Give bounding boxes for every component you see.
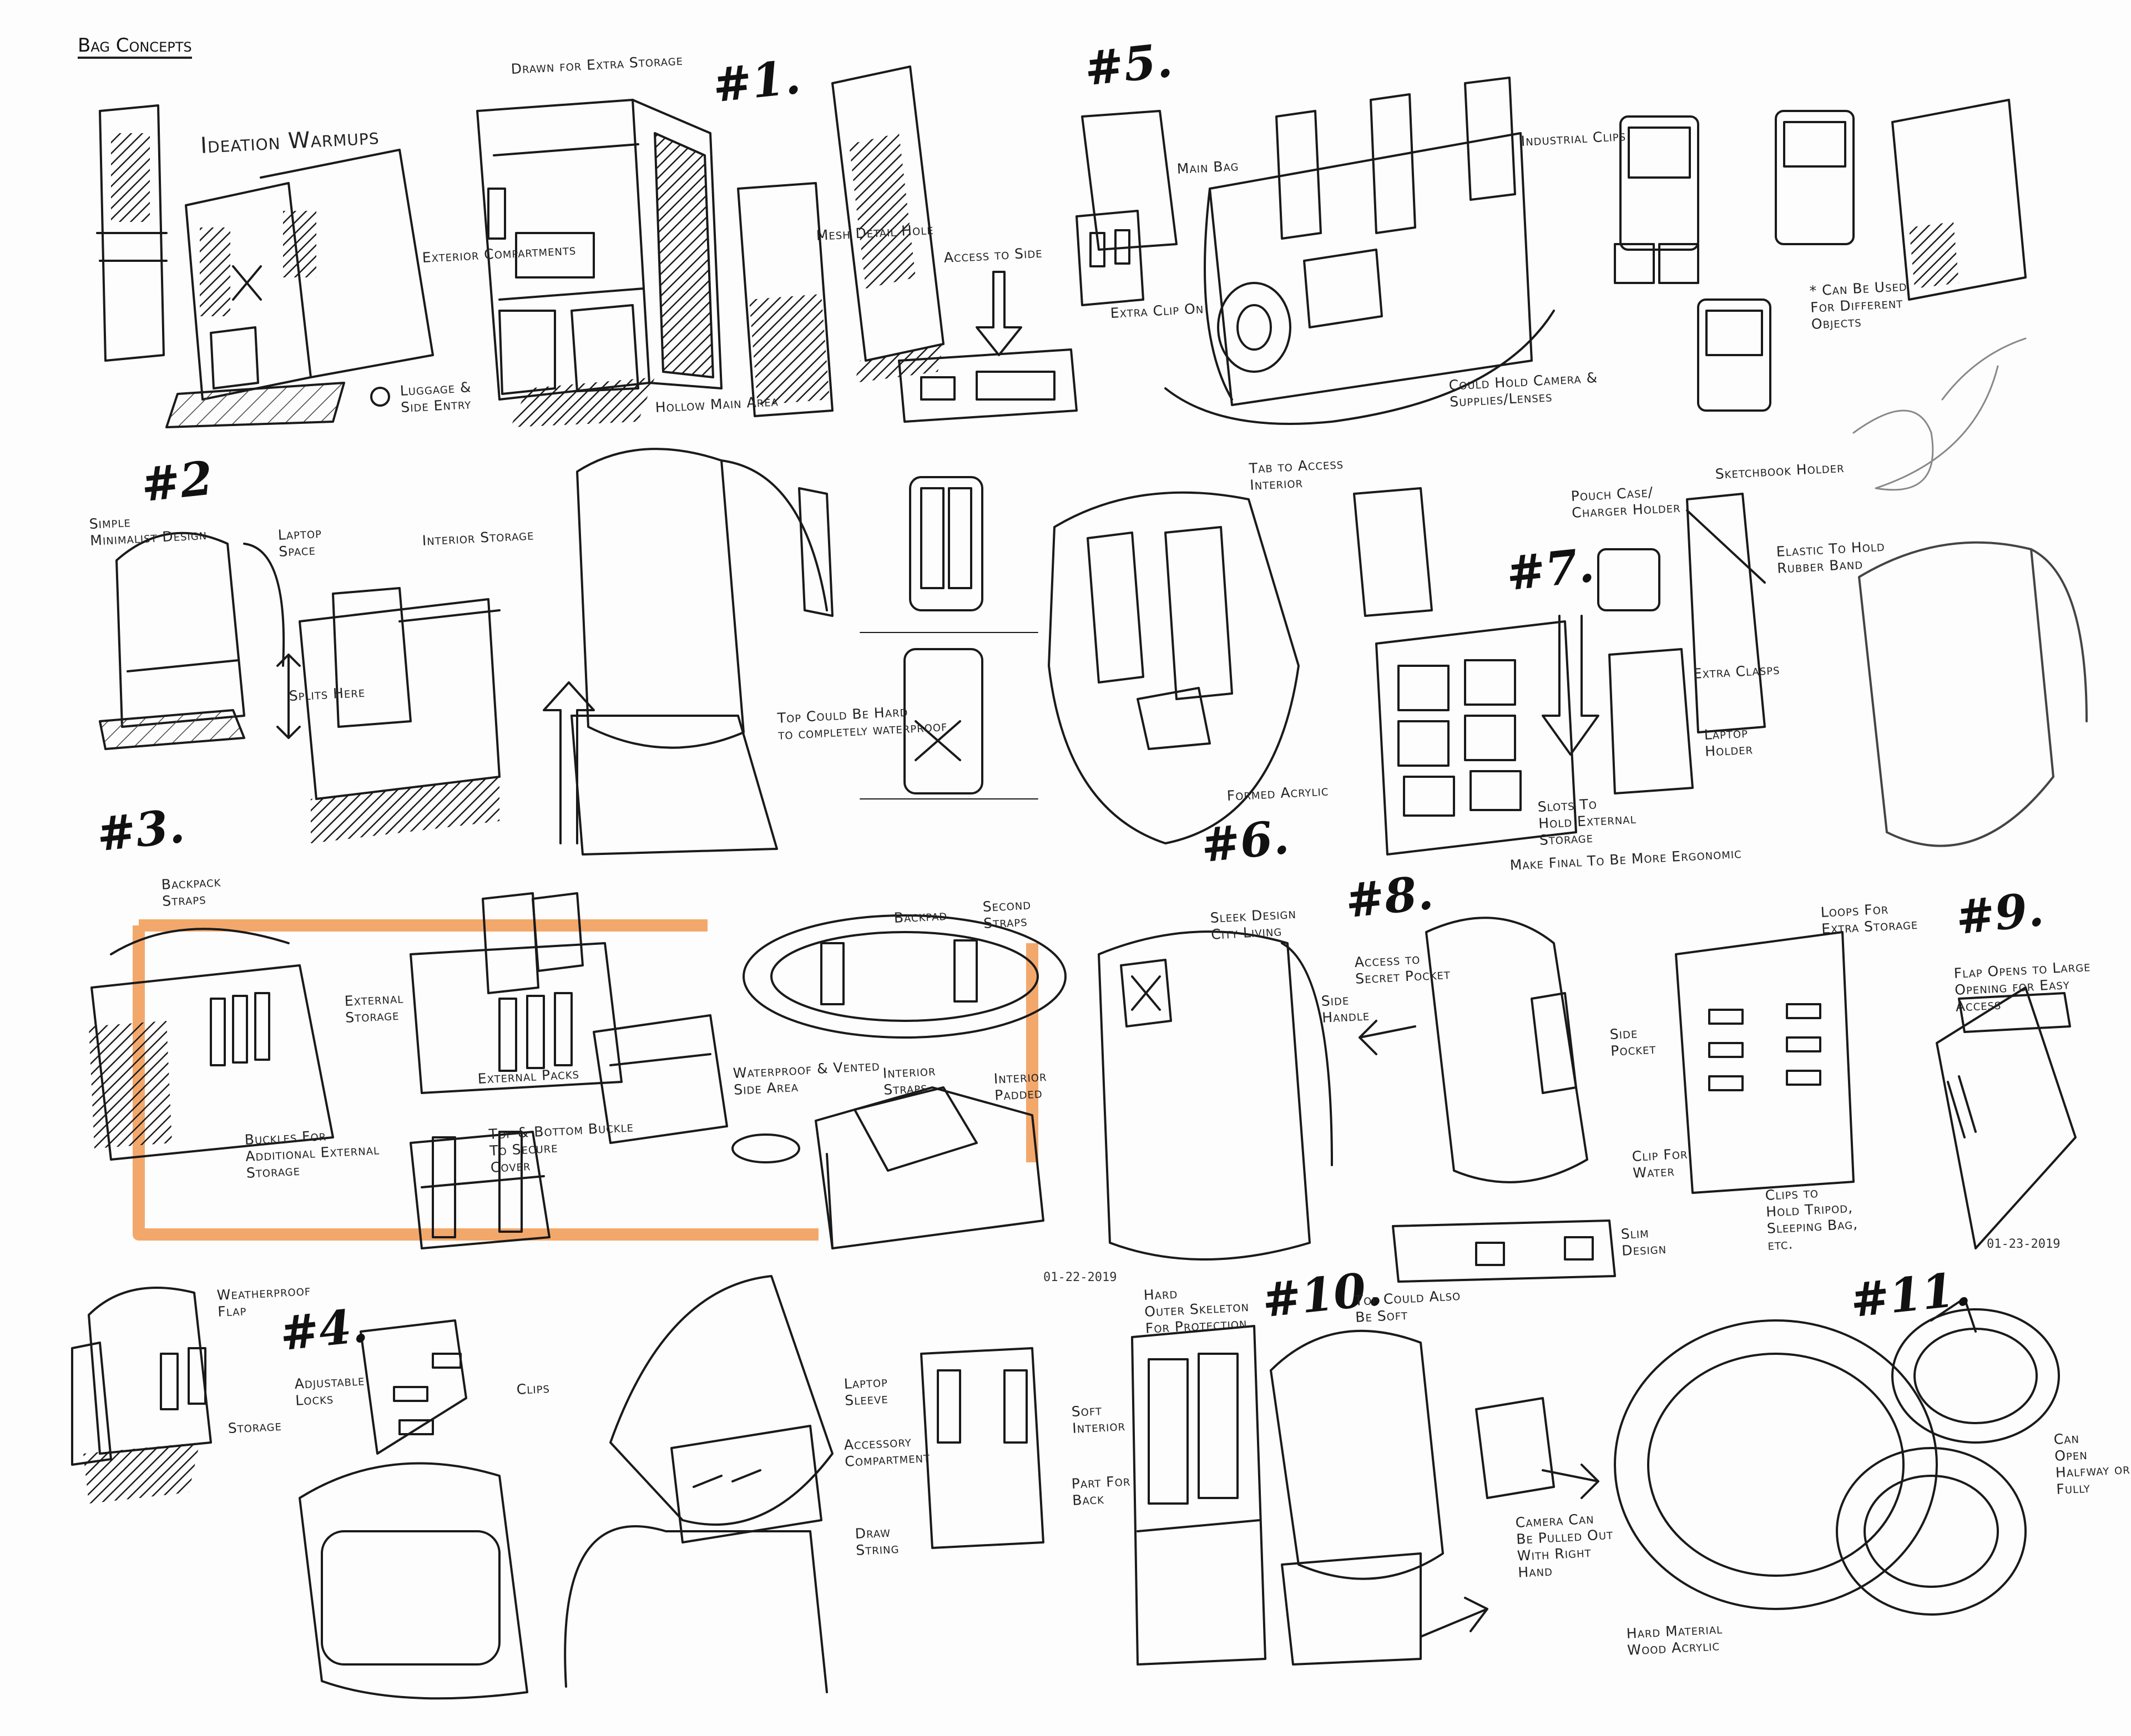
label-soft-interior: Soft Interior bbox=[1071, 1402, 1126, 1436]
concept-4-locks bbox=[299, 1319, 528, 1700]
label-top-bottom-buckle: Top & Bottom Buckle To Secure Cover bbox=[488, 1118, 634, 1176]
label-interior-straps: Interior Straps bbox=[882, 1062, 937, 1098]
label-laptop-sleeve: Laptop Sleeve bbox=[844, 1373, 889, 1409]
concept-8-backpack bbox=[1098, 930, 1333, 1261]
concept-4-backpack bbox=[71, 1287, 212, 1504]
label-part-for-back: Part For Back bbox=[1071, 1472, 1131, 1509]
concept-9-number: #9. bbox=[1953, 881, 2047, 945]
concept-8-number: #8. bbox=[1342, 864, 1436, 929]
label-can-be-used: * Can Be Used For Different Objects bbox=[1809, 277, 1908, 332]
concept-3-side-area bbox=[593, 1014, 800, 1163]
concept-7-system bbox=[1353, 487, 1766, 856]
label-weatherproof-flap: Weatherproof Flap bbox=[216, 1282, 311, 1320]
highlight-frame bbox=[133, 919, 1038, 1241]
warmup-backpack-sketch bbox=[165, 149, 434, 428]
label-clips-to-hold: Clips to Hold Tripod, Sleeping Bag, etc. bbox=[1765, 1184, 1859, 1253]
concept-11-number: #11. bbox=[1847, 1261, 1973, 1328]
label-luggage-side-entry: Luggage & Side Entry bbox=[400, 379, 472, 416]
concept-5-camera-bag bbox=[1164, 77, 1555, 425]
concept-1-number: #1. bbox=[710, 49, 804, 113]
concept-10-camera-bag bbox=[1270, 1329, 1599, 1666]
concept-8-loops bbox=[1675, 931, 1855, 1194]
label-clips: Clips bbox=[516, 1379, 551, 1398]
concept-3-backpad bbox=[743, 914, 1067, 1039]
label-flap-opens: Flap Opens to Large Opening for Easy Acc… bbox=[1953, 958, 2092, 1015]
label-tab-to-access: Tab to Access Interior bbox=[1249, 455, 1344, 493]
label-elastic-to-hold: Elastic To Hold Rubber Band bbox=[1776, 538, 1886, 576]
concept-4-laptop-sleeve bbox=[564, 1275, 834, 1693]
label-side-handle: Side Handle bbox=[1321, 991, 1370, 1026]
label-camera-can-be-pulled: Camera Can Be Pulled Out With Right Hand bbox=[1515, 1510, 1614, 1581]
label-interior-padded: Interior Padded bbox=[993, 1067, 1048, 1104]
concept-5-main-bag bbox=[1075, 110, 1178, 306]
label-laptop-holder: Laptop Holder bbox=[1704, 724, 1754, 760]
warmup-bag-sketch bbox=[96, 104, 168, 362]
concept-5-number: #5. bbox=[1082, 32, 1175, 97]
concept-3-buckle bbox=[410, 1131, 551, 1249]
concept-2-backpack bbox=[99, 532, 285, 750]
label-sleek-design: Sleek Design City Living bbox=[1210, 905, 1297, 943]
label-backpad: Backpad bbox=[893, 907, 948, 926]
label-external-storage: External Storage bbox=[344, 990, 404, 1026]
label-laptop-space: Laptop Space bbox=[277, 524, 322, 560]
label-top-could-also: Top Could Also Be Soft bbox=[1354, 1287, 1461, 1325]
concept-5-variants bbox=[1614, 99, 2027, 412]
label-can-open: Can Open Halfway or Fully bbox=[2053, 1430, 2131, 1497]
label-loops-for-extra: Loops For Extra Storage bbox=[1820, 900, 1918, 937]
label-simple-minimalist: Simple Minimalist Design bbox=[89, 514, 208, 549]
concept-8-slim bbox=[1392, 1219, 1616, 1283]
concept-7-number: #7. bbox=[1503, 537, 1597, 601]
label-draw-string: Draw String bbox=[855, 1524, 900, 1558]
concept-4-strap-view bbox=[920, 1347, 1044, 1549]
page-title: Bag Concepts bbox=[78, 34, 192, 59]
label-clip-for-water: Clip For Water bbox=[1632, 1145, 1689, 1181]
concept-3-number: #3. bbox=[94, 798, 188, 862]
label-slim-design: Slim Design bbox=[1620, 1224, 1667, 1259]
label-storage: Storage bbox=[228, 1417, 282, 1436]
label-slots-to-hold: Slots To Hold External Storage bbox=[1537, 796, 1637, 848]
concept-6-backpack bbox=[1048, 491, 1300, 844]
signature-mark bbox=[1852, 337, 2027, 491]
label-backpack-straps: Backpack Straps bbox=[161, 873, 221, 909]
concept-11-round-bag bbox=[1614, 1297, 2060, 1616]
concept-3-duffel bbox=[89, 928, 334, 1161]
label-hard-material: Hard Material Wood Acrylic bbox=[1626, 1620, 1723, 1658]
concept-1-side-panels bbox=[737, 65, 945, 417]
label-pouch-case: Pouch Case/ Charger Holder bbox=[1571, 484, 1681, 521]
label-accessory-compartment: Accessory Compartment bbox=[844, 1433, 931, 1470]
label-main-bag: Main Bag bbox=[1176, 158, 1240, 177]
concept-9-flap bbox=[1936, 986, 2077, 1249]
concept-1-side-access bbox=[898, 271, 1078, 423]
date-label-1: 01-22-2019 bbox=[1043, 1271, 1117, 1284]
concept-10-shell bbox=[1131, 1325, 1266, 1666]
label-hard-outer-skeleton: Hard Outer Skeleton For Protection bbox=[1143, 1285, 1250, 1337]
label-access-to-secret: Access to Secret Pocket bbox=[1354, 950, 1451, 987]
concept-2-interior bbox=[276, 587, 501, 843]
concept-1-backpack bbox=[476, 99, 723, 427]
concept-2-hard-top bbox=[543, 448, 834, 856]
label-side-pocket: Side Pocket bbox=[1609, 1025, 1657, 1059]
concept-2-variants bbox=[860, 476, 1038, 799]
label-adjustable-locks: Adjustable Locks bbox=[294, 1372, 365, 1409]
date-label-2: 01-23-2019 bbox=[1987, 1237, 2061, 1251]
label-second-straps: Second Straps bbox=[982, 896, 1032, 932]
concept-8-secret-pocket bbox=[1359, 917, 1588, 1183]
concept-6b-outline bbox=[1858, 541, 2088, 847]
concept-3-interior bbox=[815, 1086, 1044, 1249]
concept-3-external-packs bbox=[410, 892, 623, 1094]
label-buckles-for-additional: Buckles For Additional External Storage bbox=[244, 1127, 380, 1181]
concept-6-number: #6. bbox=[1198, 809, 1292, 873]
concept-2-number: #2 bbox=[138, 450, 215, 513]
